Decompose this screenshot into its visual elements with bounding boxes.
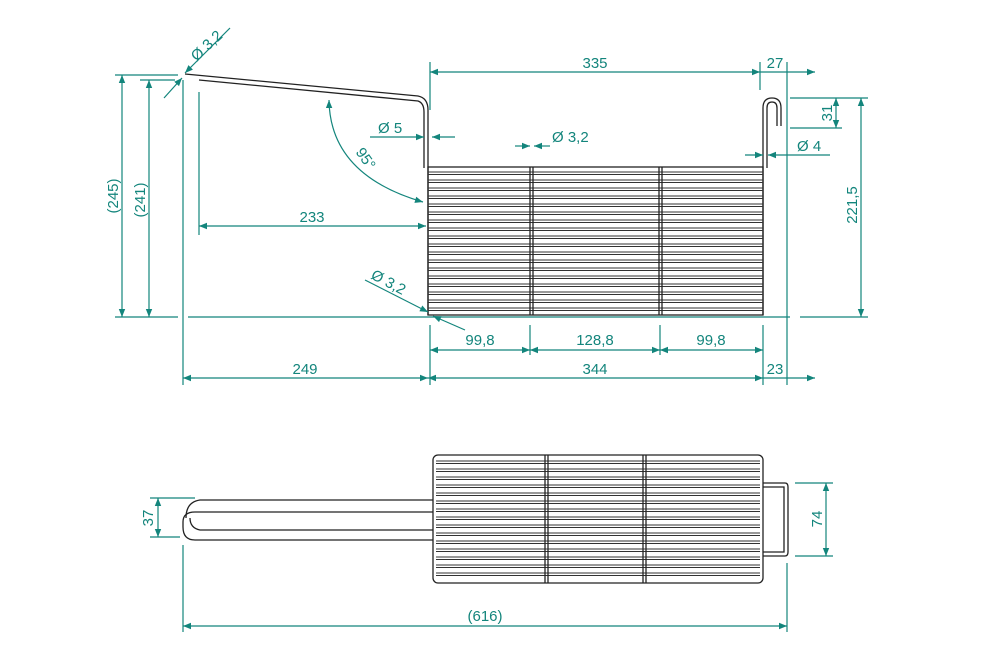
dim-335: 335: [582, 55, 607, 72]
dim-245: (245): [105, 178, 122, 213]
dim-344: 344: [582, 361, 607, 378]
dimensions-side: Ø 3,2 335 27 31 Ø 4 Ø 5 Ø 3,2 95° (245) …: [105, 27, 868, 385]
dim-dia-frame: Ø 5: [378, 120, 402, 137]
dim-616: (616): [467, 608, 502, 625]
dim-128-8: 128,8: [576, 332, 614, 349]
dim-74: 74: [809, 511, 826, 528]
side-view-basket: [184, 73, 782, 316]
dim-dia-base-wire: Ø 3,2: [368, 267, 408, 299]
dim-31: 31: [819, 105, 836, 122]
dim-249: 249: [292, 361, 317, 378]
dim-dia-handle-tip: Ø 3,2: [188, 27, 226, 64]
dimensions-top: 37 74 (616): [140, 482, 833, 632]
dim-37: 37: [140, 510, 157, 527]
top-view-basket: [182, 454, 789, 584]
dim-angle: 95°: [352, 145, 379, 173]
dim-dia-wire: Ø 3,2: [552, 129, 589, 146]
dim-23: 23: [767, 361, 784, 378]
dim-241: (241): [132, 182, 149, 217]
dim-221-5: 221,5: [844, 186, 861, 224]
dim-99-8-right: 99,8: [696, 332, 725, 349]
dim-dia-hook: Ø 4: [797, 138, 821, 155]
dim-99-8-left: 99,8: [465, 332, 494, 349]
dim-27: 27: [767, 55, 784, 72]
dim-233: 233: [299, 209, 324, 226]
